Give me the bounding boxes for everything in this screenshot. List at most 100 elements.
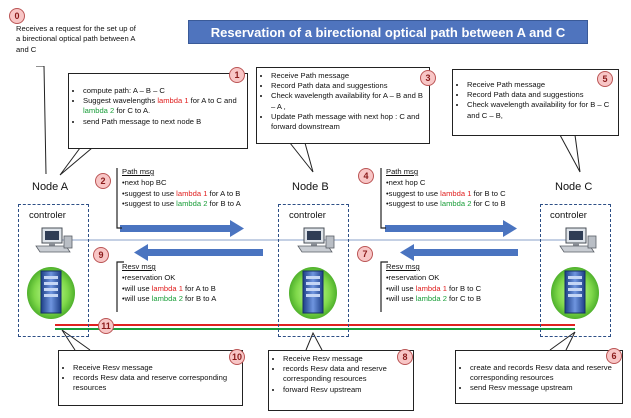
path-msg-a-to-b: Path msg•next hop BC•suggest to use lamb…	[122, 167, 241, 210]
step-3-callout: Receive Path messageRecord Path data and…	[256, 67, 430, 144]
step-3-list: Receive Path messageRecord Path data and…	[262, 71, 424, 132]
controller-box-b	[278, 204, 349, 337]
step-badge-7: 7	[357, 246, 373, 262]
message-line-text: for C to B	[446, 294, 482, 304]
controller-label-c: controler	[550, 210, 587, 221]
path-arrow-b-to-c	[385, 220, 517, 237]
message-header: Path msg	[386, 167, 419, 176]
optical-switch-icon-c	[551, 267, 599, 319]
message-line-text: for B to A	[182, 294, 217, 304]
message-line-text: •suggest to use	[386, 199, 441, 209]
message-line-green-wavelength: lambda 2	[151, 294, 183, 304]
message-line: •suggest to use lambda 2 for B to A	[122, 199, 241, 210]
message-line-red-wavelength: lambda 1	[151, 283, 183, 293]
path-msg-b-to-c: Path msg•next hop C •suggest to use lambd…	[386, 167, 506, 210]
step-1-item-red-wavelength: lambda 1	[157, 96, 189, 106]
step-badge-2: 2	[95, 173, 111, 189]
message-line: •will use lambda 1 for A to B	[122, 284, 216, 295]
step-8-list: Receive Resv messagerecords Resv data an…	[274, 354, 408, 395]
step-3-item: Update Path message with next hop : C an…	[271, 112, 424, 132]
message-header: Resv msg	[386, 262, 420, 271]
step-8-callout: Receive Resv messagerecords Resv data an…	[268, 350, 414, 411]
step-3-item: Receive Path message	[271, 71, 424, 81]
message-line: •reservation OK	[386, 273, 481, 284]
message-line-text: •suggest to use	[122, 188, 177, 198]
message-line-text: •next hop BC	[122, 177, 167, 187]
resv-msg-c-to-b: Resv msg•reservation OK•will use lambda …	[386, 262, 481, 305]
message-line-green-wavelength: lambda 2	[415, 294, 447, 304]
message-line: •suggest to use lambda 1 for A to B	[122, 189, 241, 200]
controller-box-c	[540, 204, 611, 337]
step-5-item: Receive Path message	[467, 80, 613, 90]
resv-arrow-b-to-a	[134, 244, 263, 261]
step-6-item: create and records Resv data and reserve…	[470, 363, 617, 383]
message-line-text: •suggest to use	[122, 199, 177, 209]
message-line-text: •will use	[122, 294, 152, 304]
optical-switch-icon-a	[27, 267, 75, 319]
message-line-text: •suggest to use	[386, 188, 441, 198]
step-badge-10: 10	[229, 349, 245, 365]
step-10-item: Receive Resv message	[73, 363, 237, 373]
message-line-text: •will use	[386, 283, 416, 293]
step-6-callout: create and records Resv data and reserve…	[455, 350, 623, 404]
step-8-item: Receive Resv message	[283, 354, 408, 364]
optical-switch-icon-b	[289, 267, 337, 319]
step-10-item: records Resv data and reserve correspond…	[73, 373, 237, 393]
diagram-title: Reservation of a birectional optical pat…	[188, 20, 588, 44]
message-line: •will use lambda 2 for B to A	[122, 294, 216, 305]
message-line-text: for B to C	[446, 283, 482, 293]
step-5-list: Receive Path messageRecord Path data and…	[458, 80, 613, 121]
step-8-item: forward Resv upstream	[283, 385, 408, 395]
step-1-item: send Path message to next node B	[83, 117, 242, 127]
step-1-item-text: send Path message to next node B	[83, 116, 202, 126]
message-line: •suggest to use lambda 2 for C to B	[386, 199, 506, 210]
step-3-item: Record Path data and suggestions	[271, 81, 424, 91]
pc-icon-a	[35, 227, 73, 253]
pc-icon-c	[559, 227, 597, 253]
step-badge-6: 6	[606, 348, 622, 364]
resv-arrow-c-to-b	[400, 244, 518, 261]
message-line-text: •reservation OK	[122, 272, 176, 282]
step-1-item: Suggest wavelengths lambda 1 for A to C …	[83, 96, 242, 116]
message-line-text: for A to B	[207, 188, 241, 198]
message-line-text: •will use	[386, 294, 416, 304]
step-8-item: records Resv data and reserve correspond…	[283, 364, 408, 384]
node-label-a: Node A	[32, 181, 69, 193]
message-line-text: •reservation OK	[386, 272, 440, 282]
step-1-item-text: for C to A.	[114, 106, 151, 116]
step-3-item: Check wavelength availability for A – B …	[271, 91, 424, 111]
message-line-text: for C to B	[471, 199, 506, 209]
message-header: Resv msg	[122, 262, 156, 271]
message-line: •reservation OK	[122, 273, 216, 284]
step-badge-3: 3	[420, 70, 436, 86]
step-badge-5: 5	[597, 71, 613, 87]
step-10-list: Receive Resv messagerecords Resv data an…	[64, 363, 237, 394]
step-1-item: compute path: A – B – C	[83, 86, 242, 96]
step-badge-1: 1	[229, 67, 245, 83]
message-line: •suggest to use lambda 1 for B to C	[386, 189, 506, 200]
message-line-text: for B to A	[207, 199, 241, 209]
step-6-list: create and records Resv data and reserve…	[461, 363, 617, 394]
message-line: •next hop C	[386, 178, 506, 189]
step-1-callout: compute path: A – B – CSuggest wavelengt…	[68, 73, 248, 149]
step-5-item: Check wavelength availability for for B …	[467, 100, 613, 120]
step-10-callout: Receive Resv messagerecords Resv data an…	[58, 350, 243, 406]
message-line: •will use lambda 2 for C to B	[386, 294, 481, 305]
step-1-item-text: Suggest wavelengths	[83, 96, 158, 106]
node-label-c: Node C	[555, 181, 593, 193]
message-line-text: •next hop C	[386, 177, 426, 187]
controller-label-a: controler	[29, 210, 66, 221]
controller-label-b: controler	[289, 210, 326, 221]
path-arrow-a-to-b	[120, 220, 244, 237]
message-header: Path msg	[122, 167, 155, 176]
message-line: •will use lambda 1 for B to C	[386, 284, 481, 295]
step-1-item-green-wavelength: lambda 2	[83, 106, 115, 116]
message-line-text: for A to B	[182, 283, 216, 293]
step-6-item: send Resv message upstream	[470, 383, 617, 393]
message-line-text: •will use	[122, 283, 152, 293]
step-1-item-text: for A to C and	[188, 96, 237, 106]
message-line-red-wavelength: lambda 1	[176, 188, 208, 198]
step-badge-11: 11	[98, 318, 114, 334]
message-line-green-wavelength: lambda 2	[176, 199, 208, 209]
